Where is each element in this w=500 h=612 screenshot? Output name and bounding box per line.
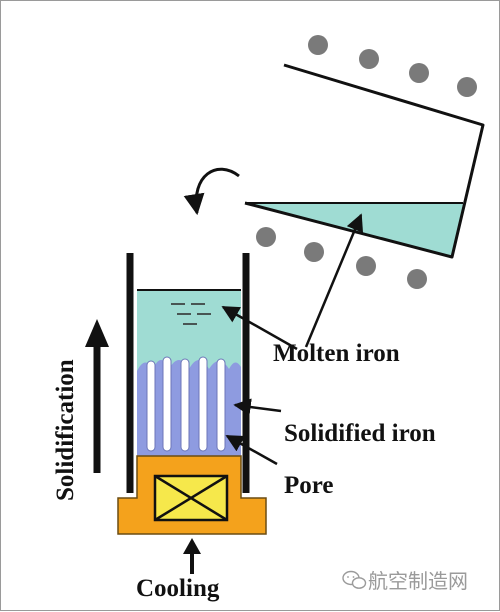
pointer-pore — [225, 434, 278, 466]
cooling-arrowhead — [183, 538, 201, 554]
watermark-text: 航空制造网 — [368, 569, 468, 593]
label-cooling: Cooling — [136, 575, 220, 602]
mould — [117, 253, 267, 535]
heater-ball — [356, 256, 376, 276]
watermark: 航空制造网 — [342, 569, 468, 593]
surface-dashes — [171, 303, 211, 325]
cooling-box — [153, 474, 229, 522]
label-pore: Pore — [284, 472, 334, 499]
pointer-molten — [221, 305, 298, 351]
solidification-arrowhead — [85, 319, 109, 347]
heater-balls — [256, 35, 477, 289]
heater-ball — [359, 49, 379, 69]
pore — [180, 358, 190, 452]
heater-ball — [304, 242, 324, 262]
pores — [146, 356, 226, 452]
pore — [146, 360, 156, 452]
ladle — [244, 63, 485, 259]
heater-ball — [457, 77, 477, 97]
pointer-solid — [233, 398, 282, 416]
heater-ball — [256, 227, 276, 247]
pore — [216, 358, 226, 452]
pour-arrow — [183, 167, 240, 216]
heater-ball — [409, 63, 429, 83]
pointer-ladle — [304, 213, 364, 348]
pore — [162, 356, 172, 452]
pore — [198, 356, 208, 452]
heater-ball — [308, 35, 328, 55]
wechat-icon — [342, 570, 367, 589]
label-molten-iron: Molten iron — [273, 340, 400, 367]
heater-ball — [407, 269, 427, 289]
label-solidified-iron: Solidified iron — [284, 420, 436, 447]
pointers — [221, 213, 364, 466]
label-solidification: Solidification — [52, 359, 79, 501]
